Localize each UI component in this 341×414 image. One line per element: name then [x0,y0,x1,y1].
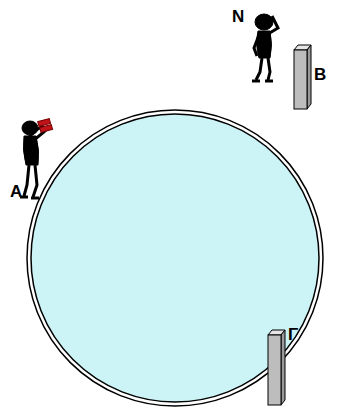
point-label: N [232,8,244,25]
tower-gamma [268,330,285,405]
tower-b [294,45,311,109]
point-label: B [314,66,326,83]
circle-outer [27,110,323,406]
observer-n [252,14,278,81]
point-label: Γ [288,326,298,343]
observer-a [20,119,53,198]
point-label: A [10,183,22,200]
